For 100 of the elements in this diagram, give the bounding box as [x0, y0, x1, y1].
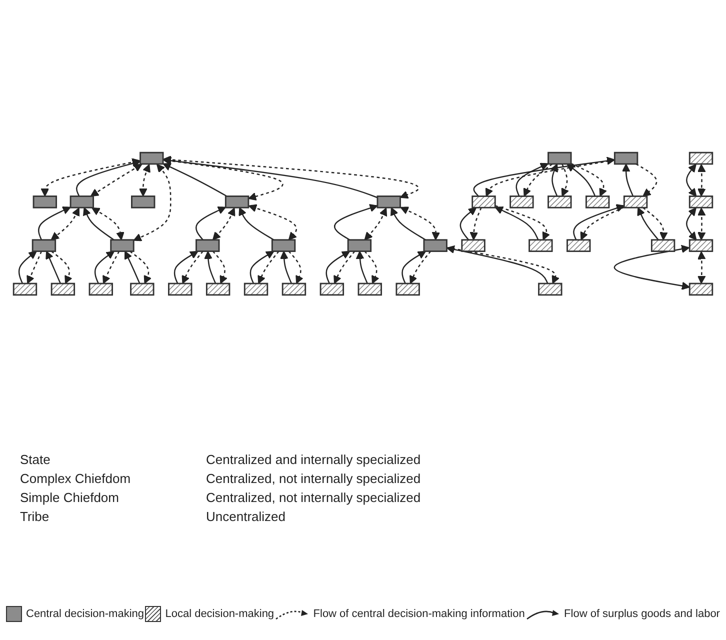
arrow	[614, 245, 690, 290]
central-box	[32, 196, 58, 209]
central-box	[423, 239, 448, 252]
local-box	[688, 152, 714, 165]
arrow	[573, 204, 625, 240]
arrow	[334, 251, 356, 284]
local-box	[320, 283, 344, 296]
legend-label: Flow of central decision-making information	[313, 608, 525, 620]
local-box	[396, 283, 420, 296]
central-box	[548, 152, 572, 165]
arrow	[258, 251, 280, 284]
arrow	[248, 204, 298, 240]
arrow	[550, 164, 558, 197]
arrow	[390, 208, 426, 241]
arrow	[697, 208, 706, 240]
arrow	[83, 208, 114, 241]
arrow	[280, 251, 292, 284]
central-box	[110, 239, 134, 252]
local-box	[623, 196, 648, 209]
arrow	[76, 160, 141, 197]
arrow	[94, 251, 115, 284]
central-box	[140, 152, 164, 165]
local-box	[206, 283, 230, 296]
local-box	[548, 196, 572, 209]
arrow	[460, 208, 477, 241]
arrow	[697, 164, 706, 197]
central-box	[614, 152, 638, 165]
arrow	[326, 251, 350, 284]
central-box	[376, 196, 401, 209]
arrow	[50, 208, 80, 240]
description-label: Centralized and internally specialized	[206, 452, 422, 467]
arrow	[637, 208, 659, 241]
central-box	[224, 196, 250, 209]
arrow	[124, 251, 140, 284]
arrow	[473, 156, 616, 197]
arrow	[400, 206, 440, 240]
arrow	[51, 251, 72, 284]
level-label: Simple Chiefdom	[20, 490, 120, 505]
local-box	[566, 239, 591, 252]
arrow	[40, 158, 140, 197]
local-box	[528, 239, 553, 252]
arrow	[686, 208, 697, 240]
central-box	[271, 239, 296, 252]
arrow	[196, 206, 226, 241]
arrow	[686, 164, 697, 197]
arrow	[26, 251, 42, 284]
arrow	[580, 206, 624, 240]
local-box	[461, 239, 486, 252]
local-box	[586, 196, 610, 209]
local-box	[50, 283, 76, 296]
arrow	[523, 164, 553, 197]
arrow	[642, 207, 668, 240]
arrow	[334, 204, 378, 241]
arrow	[138, 164, 150, 197]
arrow	[182, 251, 204, 284]
central-box	[196, 239, 220, 252]
central-box	[131, 196, 156, 209]
level-label: Tribe	[20, 509, 50, 524]
local-box	[650, 239, 676, 252]
arrow	[204, 251, 216, 284]
arrow	[18, 251, 37, 284]
legend-label: Local decision-making	[165, 608, 274, 620]
arrow	[364, 208, 388, 240]
arrow	[174, 251, 198, 284]
arrow	[561, 164, 569, 197]
arrow	[250, 251, 274, 284]
arrow	[162, 163, 228, 198]
central-box	[32, 239, 56, 252]
arrow	[212, 208, 236, 240]
description-label: Centralized, not internally specialized	[206, 490, 422, 505]
arrow	[409, 251, 432, 284]
local-box	[688, 196, 714, 209]
arrow	[163, 157, 284, 201]
arrow	[238, 208, 274, 241]
local-box	[282, 283, 306, 296]
local-box	[168, 283, 192, 296]
local-box	[538, 283, 562, 296]
arrow	[364, 251, 380, 284]
arrow	[102, 251, 120, 284]
arrow	[92, 208, 124, 240]
arrow	[516, 163, 549, 197]
arrow	[566, 164, 596, 197]
arrow	[288, 251, 304, 284]
arrow	[163, 156, 419, 199]
local-box	[244, 283, 268, 296]
arrow	[697, 252, 706, 284]
arrow	[90, 164, 142, 197]
arrow	[636, 164, 658, 197]
arrow	[622, 164, 634, 197]
local-box	[472, 196, 496, 209]
local-box	[88, 283, 113, 296]
arrow	[494, 206, 539, 240]
central-box	[70, 196, 94, 209]
arrow	[212, 251, 228, 284]
legend-label: Flow of surplus goods and labor	[564, 608, 720, 620]
local-box	[130, 283, 154, 296]
local-box	[12, 283, 38, 296]
local-box	[688, 239, 714, 252]
level-label: State	[20, 452, 52, 467]
arrow	[38, 206, 71, 240]
